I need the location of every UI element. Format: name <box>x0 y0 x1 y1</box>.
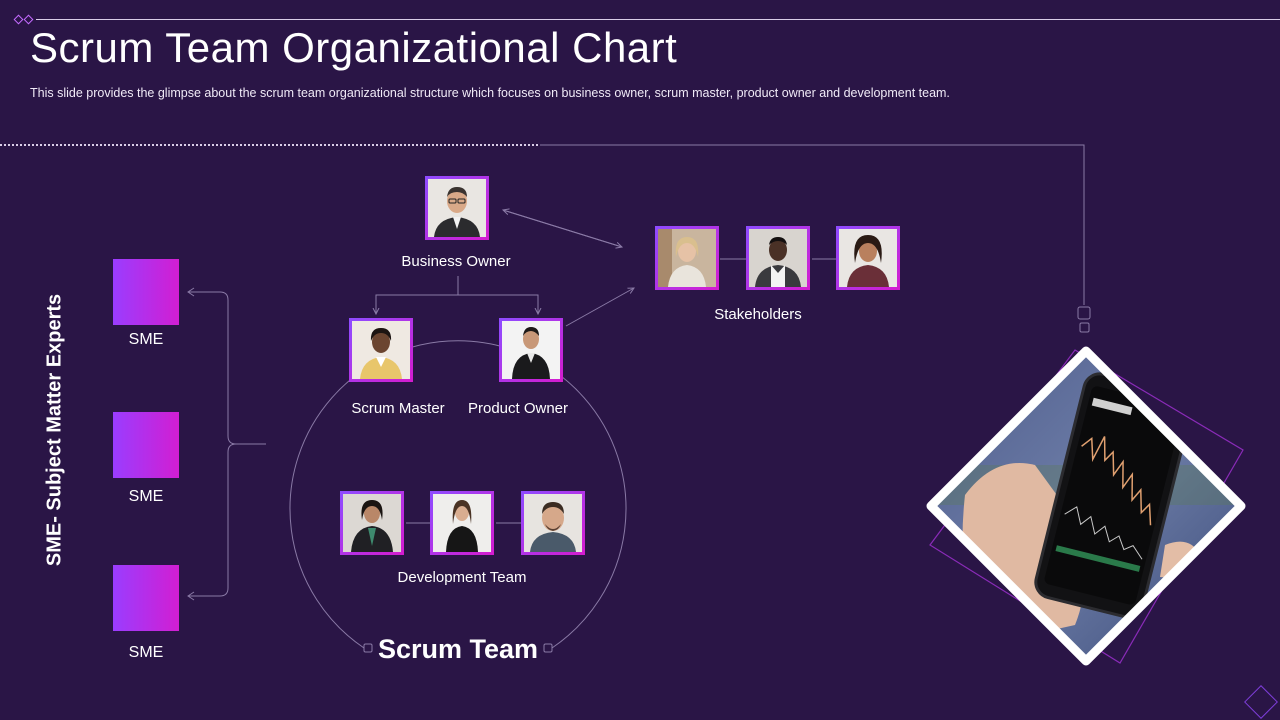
person-photo-icon <box>524 494 582 552</box>
sme-box <box>113 259 179 325</box>
sme-bracket-top <box>188 292 266 444</box>
dev-team-member-photo <box>521 491 585 555</box>
scrum-master-photo <box>349 318 413 382</box>
sme-box <box>113 565 179 631</box>
circle-endpoint <box>364 644 372 652</box>
frame-connector <box>540 145 1084 305</box>
person-photo-icon <box>343 494 401 552</box>
scrum-team-label: Scrum Team <box>378 634 538 665</box>
person-photo-icon <box>428 179 486 237</box>
bo-to-po-connector <box>458 295 538 314</box>
sme-bracket-bottom <box>188 444 236 596</box>
stakeholder-photo <box>746 226 810 290</box>
stakeholder-photo <box>836 226 900 290</box>
person-photo-icon <box>658 229 716 287</box>
sme-label: SME <box>129 331 164 349</box>
sme-box <box>113 412 179 478</box>
person-photo-icon <box>433 494 491 552</box>
connector-node <box>1078 307 1090 319</box>
connector-node <box>1080 323 1089 332</box>
product-owner-photo <box>499 318 563 382</box>
stakeholders-label: Stakeholders <box>714 306 802 323</box>
product-owner-label: Product Owner <box>468 400 568 417</box>
sme-label: SME <box>129 488 164 506</box>
person-photo-icon <box>502 321 560 379</box>
po-to-stakeholders-arrow <box>566 288 634 326</box>
phone-stock-chart-photo-icon <box>925 345 1247 667</box>
person-photo-icon <box>839 229 897 287</box>
business-owner-label: Business Owner <box>401 253 510 270</box>
development-team-label: Development Team <box>398 569 527 586</box>
dev-team-member-photo <box>430 491 494 555</box>
dev-team-member-photo <box>340 491 404 555</box>
phone-chart-image <box>925 345 1247 667</box>
person-photo-icon <box>749 229 807 287</box>
sme-vertical-title: SME- Subject Matter Experts <box>44 294 67 566</box>
scrum-master-label: Scrum Master <box>351 400 444 417</box>
bo-to-sm-connector <box>376 276 458 314</box>
stakeholder-photo <box>655 226 719 290</box>
business-owner-photo <box>425 176 489 240</box>
circle-endpoint <box>544 644 552 652</box>
sme-label: SME <box>129 644 164 662</box>
person-photo-icon <box>352 321 410 379</box>
stakeholders-to-bo-arrow <box>503 210 622 247</box>
